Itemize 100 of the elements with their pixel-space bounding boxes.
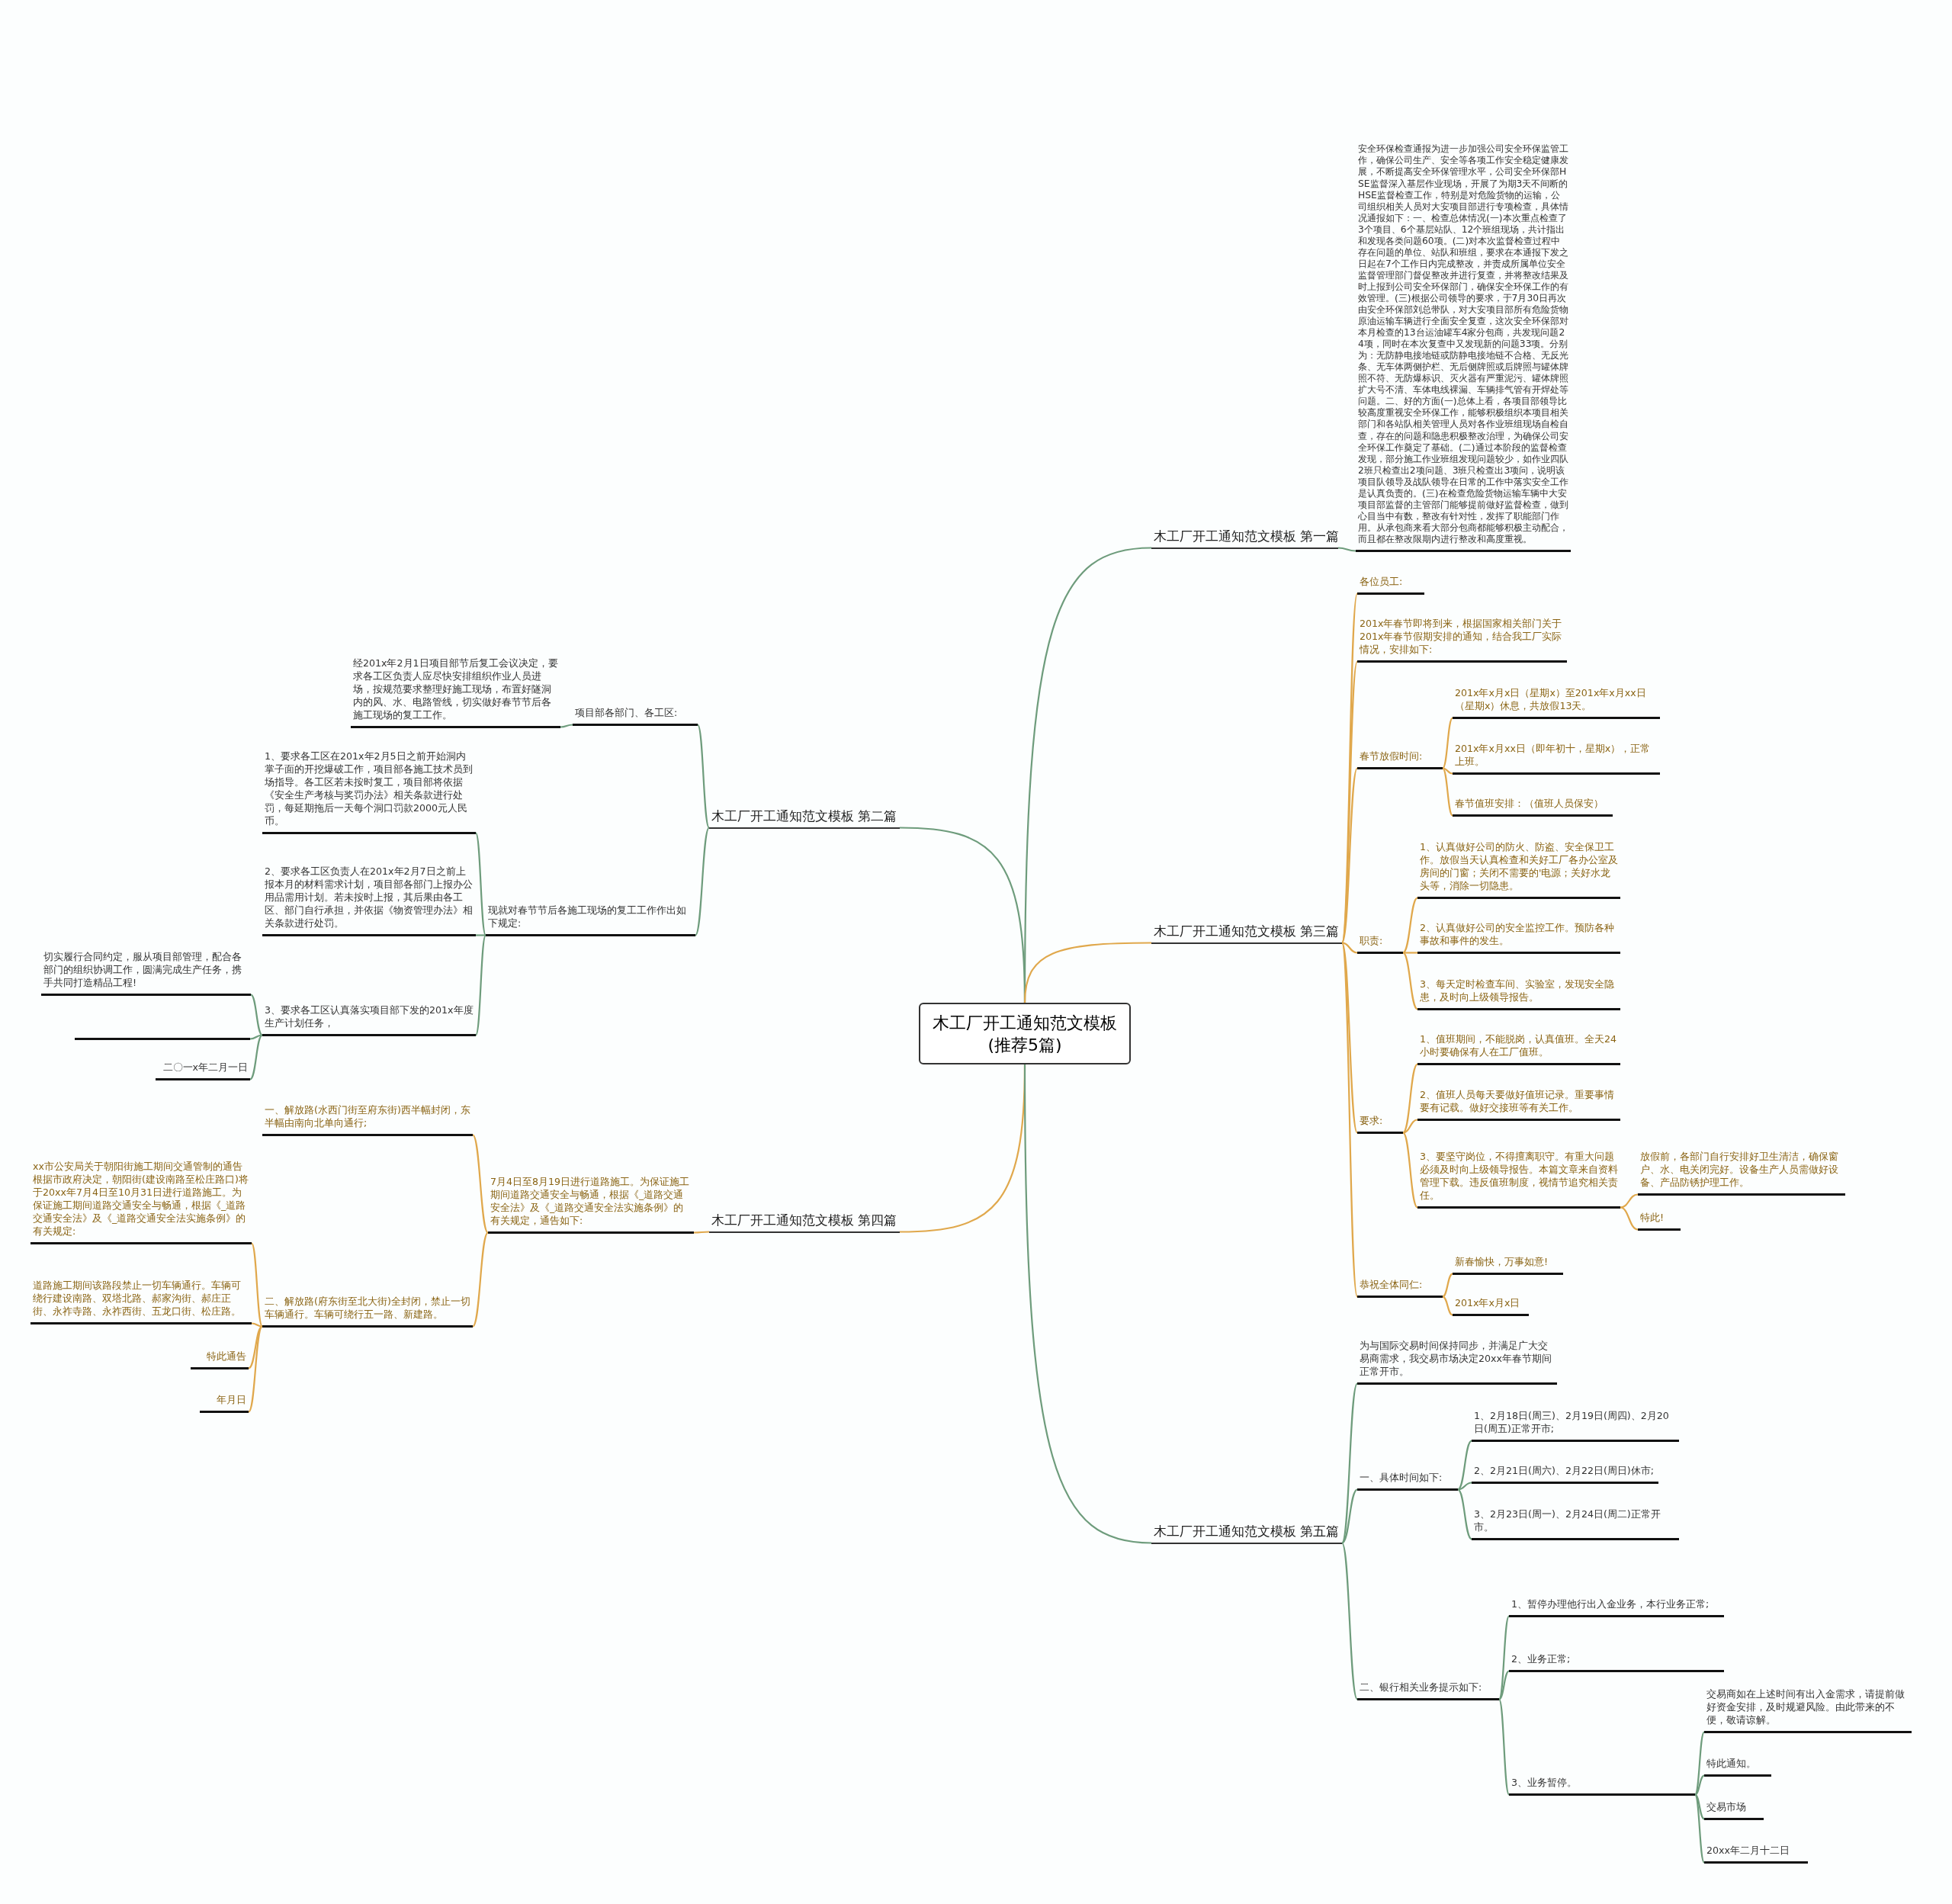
branch-line — [1620, 1193, 1639, 1209]
branch-topic: 木工厂开工通知范文模板 第二篇 — [709, 808, 900, 829]
topic-text: 各位员工: — [1357, 575, 1424, 595]
topic-text: 春节放假时间: — [1357, 750, 1443, 769]
branch-line — [697, 724, 710, 829]
topic-text: 新春愉快，万事如意! — [1453, 1255, 1563, 1275]
topic-text: 1、认真做好公司的防火、防盗、安全保卫工作。放假当天认真检查和关好工厂各办公室及房间的门窗；关闭不需要的'电源；关好水龙头等，消除一切隐患。 — [1417, 840, 1620, 899]
topic-text: 春节值班安排：（值班人员保安） — [1453, 797, 1613, 817]
topic-text: 交易市场 — [1704, 1800, 1764, 1820]
branch-line — [694, 1231, 709, 1234]
branch-line — [1442, 1273, 1453, 1298]
branch-line — [1341, 942, 1358, 1133]
branch-topic: 木工厂开工通知范文模板 第一篇 — [1151, 528, 1338, 549]
branch-line — [250, 994, 263, 1036]
branch-line — [248, 1325, 263, 1369]
topic-text: 年月日 — [200, 1393, 249, 1413]
topic-text: 道路施工期间该路段禁止一切车辆通行。车辆可绕行建设南路、双塔北路、郝家沟街、郝庄正街、永祚寺路、永祚西街、五龙口街、松庄路。 — [30, 1279, 252, 1324]
branch-line — [1694, 1793, 1705, 1864]
topic-text: 20xx年二月十二日 — [1704, 1844, 1808, 1864]
branch-line — [560, 724, 573, 728]
branch-line — [1402, 897, 1418, 954]
branch-line — [1620, 1206, 1639, 1231]
branch-line — [251, 1242, 263, 1328]
branch-line — [1341, 1542, 1358, 1700]
topic-text: 3、业务暂停。 — [1509, 1776, 1695, 1796]
branch-line — [476, 934, 486, 936]
topic-text: 经201x年2月1日项目部节后复工会议决定，要求各工区负责人应尽快安排组织作业人员进场，按规范要求整理好施工现场，布置好隧洞内的风、水、电路管线，切实做好春节节后各施工现场的复工工作。 — [351, 657, 560, 728]
branch-line — [475, 832, 486, 936]
branch-line — [1442, 717, 1453, 769]
topic-text: 2、要求各工区负责人在201x年2月7日之前上报本月的材料需求计划，项目部各部门上报办公用品需用计划。若未按时上报，其后果由各工区、部门自行承担，并依据《物资管理办法》相关条款进行处罚。 — [262, 865, 476, 936]
topic-text: 1、暂停办理他行出入金业务，本行业务正常; — [1509, 1597, 1724, 1617]
topic-text: 特此! — [1638, 1211, 1681, 1231]
branch-line — [1337, 547, 1356, 552]
branch-line — [1498, 1670, 1510, 1700]
topic-text: 职责: — [1357, 934, 1403, 954]
topic-text: 201x年x月x日（星期x）至201x年x月xx日（星期x）休息，共放假13天。 — [1453, 686, 1660, 719]
topic-text: xx市公安局关于朝阳街施工期间交通管制的通告根据市政府决定，朝阳街(建设南路至松庄路口)将于20xx年7月4日至10月31日进行道路施工。为保证施工期间道路交通安全与畅通，根据《_道路交通安全法》及《_道路交通安全法实施条例》的有关规定: — [30, 1160, 252, 1244]
topic-text: 切实履行合同约定，服从项目部管理，配合各部门的组织协调工作，圆满完成生产任务，携手共同打造精品工程! — [41, 950, 251, 996]
topic-text: 安全环保检查通报为进一步加强公司安全环保监管工作，确保公司生产、安全等各项工作安全稳定健康发展，不断提高安全环保管理水平，公司安全环保部HSE监督深入基层作业现场，开展了为期3天不间断的HSE监督检查工作，特别是对危险货物的运输，公司组织相关人员对大安项目部进行专项检查，具体情况通报如下：一、检查总体情况(一)本次重点检查了3个项目、6个基层站队、12个班组现场，共计指出和发现各类问题60项。(二)对本次监督检查过程中存在问题的单位、站队和班组，要求在本通报下发之日起在7个工作日内完成整改，并责成所属单位安全监督管理部门督促整改并进行复查，并将整改结果及时上报到公司安全环保部门，确保安全环保工作的有效管理。(三)根据公司领导的要求，于7月30日再次由安全环保部刘总带队，对大安项目部所有危险货物原油运输车辆进行全面安全复查，这次安全环保部对本月检查的13台运油罐车4家分包商，共发现问题24项，同时在本次复查中又发现新的问题33项。分别为：无防静电接地链或防静电接地链不合格、无反光条、无车体两侧护栏、无后侧牌照或后牌照与罐体牌照不符、无防爆标识、灭火器有严重泥污、罐体牌照扩大号不清、车体电线裸漏、车辆排气管有开焊处等问题。二、好的方面(一)总体上看，各项目部领导比较高度重视安全环保工作，能够积极组织本项目相关部门和各站队相关管理人员对各作业班组现场自检自查，存在的问题和隐患积极整改治理，为确保公司安全环保工作奠定了基础。(二)通过本阶段的监督检查发现，部分施工作业班组发现问题较少，如作业四队2班只检查出2项问题、3班只检查出3项问，说明该项目队领导及战队领导在日常的工作中落实安全工作是认真负责的。(三)在检查危险货物运输车辆中大安项目部监督的主管部门能够提前做好监督检查，做到心目当中有数，整改有针对性，发挥了职能部门作用。从承包商来看大部分包商都能够积极主动配合，而且都在整改限期内进行整改和高度重视。 — [1356, 143, 1571, 552]
branch-line — [1402, 1119, 1418, 1134]
topic-text: 项目部各部门、各工区: — [573, 706, 698, 726]
topic-text: 二〇一x年二月一日 — [156, 1061, 250, 1080]
topic-text: 1、2月18日(周三)、2月19日(周四)、2月20日(周五)正常开市; — [1472, 1409, 1679, 1442]
branch-line — [1694, 1774, 1705, 1796]
branch-line — [249, 1034, 263, 1080]
branch-line — [1403, 952, 1417, 954]
topic-text: 现就对春节节后各施工现场的复工工作作出如下规定: — [486, 904, 695, 936]
branch-line — [695, 827, 710, 936]
branch-topic: 木工厂开工通知范文模板 第三篇 — [1151, 923, 1342, 944]
topic-text: 恭祝全体同仁: — [1357, 1278, 1443, 1298]
topic-text: 放假前，各部门自行安排好卫生清洁，确保窗户、水、电关闭完好。设备生产人员需做好设备、产品防锈护理工作。 — [1638, 1150, 1845, 1196]
topic-text: 201x年x月x日 — [1453, 1296, 1529, 1316]
branch-topic: 木工厂开工通知范文模板 第五篇 — [1151, 1523, 1342, 1544]
topic-text: 201x年x月xx日（即年初十，星期x），正常上班。 — [1453, 742, 1660, 775]
branch-line — [1442, 767, 1453, 775]
topic-text: 二、解放路(府东街至北大街)全封闭，禁止一切车辆通行。车辆可绕行五一路、新建路。 — [262, 1295, 473, 1328]
branch-line — [1340, 942, 1359, 1297]
branch-line — [472, 1231, 489, 1328]
branch-line — [1457, 1482, 1472, 1491]
branch-line — [1023, 1064, 1152, 1544]
topic-text: 2、2月21日(周六)、2月22日(周日)休市; — [1472, 1464, 1658, 1484]
branch-line — [1442, 1296, 1453, 1316]
branch-topic: 木工厂开工通知范文模板 第四篇 — [709, 1212, 900, 1233]
branch-line — [1402, 952, 1418, 1010]
topic-text: 3、2月23日(周一)、2月24日(周二)正常开市。 — [1472, 1507, 1679, 1540]
root-topic-box: 木工厂开工通知范文模板(推荐5篇) — [919, 1003, 1131, 1064]
branch-line — [1442, 767, 1453, 817]
branch-line — [1340, 593, 1359, 943]
branch-line — [1341, 768, 1358, 943]
topic-text: 3、每天定时检查车间、实验室，发现安全隐患，及时向上级领导报告。 — [1417, 978, 1620, 1010]
branch-line — [1023, 942, 1151, 1003]
topic-text: 特此通告 — [191, 1350, 249, 1369]
branch-line — [1341, 942, 1358, 954]
branch-line — [1457, 1440, 1472, 1491]
topic-text: 3、要求各工区认真落实项目部下发的201x年度生产计划任务， — [262, 1003, 476, 1036]
topic-underline — [75, 1038, 250, 1040]
branch-line — [1341, 1488, 1358, 1544]
branch-line — [1457, 1488, 1472, 1540]
topic-text: 1、值班期间，不能脱岗，认真值班。全天24小时要确保有人在工厂值班。 — [1417, 1032, 1620, 1065]
branch-line — [251, 1322, 263, 1328]
topic-text: 2、认真做好公司的安全监控工作。预防各种事故和事件的发生。 — [1417, 921, 1620, 954]
topic-text: 201x年春节即将到来，根据国家相关部门关于201x年春节假期安排的通知，结合我工厂实际情况，安排如下: — [1357, 617, 1567, 663]
branch-line — [249, 1034, 263, 1040]
topic-text: 7月4日至8月19日进行道路施工。为保证施工期间道路交通安全与畅通，根据《_道路交通安全法》及《_道路交通安全法实施条例》的有关规定，通告如下: — [488, 1175, 694, 1234]
branch-line — [1402, 1063, 1418, 1134]
branch-line — [1498, 1698, 1510, 1796]
topic-text: 为与国际交易时间保持同步，并满足广大交易商需求，我交易市场决定20xx年春节期间正常开市。 — [1357, 1339, 1557, 1385]
topic-text: 二、银行相关业务提示如下: — [1357, 1681, 1499, 1700]
topic-text: 交易商如在上述时间有出入金需求，请提前做好资金安排，及时规避风险。由此带来的不便，敬请谅解。 — [1704, 1687, 1912, 1733]
topic-text: 2、值班人员每天要做好值班记录。重要事情要有记载。做好交接班等有关工作。 — [1417, 1088, 1620, 1121]
branch-line — [1694, 1793, 1705, 1820]
topic-text: 特此通知。 — [1704, 1757, 1771, 1777]
topic-text: 3、要坚守岗位，不得擅离职守。有重大问题必须及时向上级领导报告。本篇文章来自资料管理下载。违反值班制度，视情节追究相关责任。 — [1417, 1150, 1620, 1209]
branch-line — [248, 1325, 263, 1413]
topic-text: 一、具体时间如下: — [1357, 1471, 1458, 1491]
branch-line — [472, 1134, 489, 1234]
topic-text: 一、解放路(水西门街至府东街)西半幅封闭，东半幅由南向北单向通行; — [262, 1103, 473, 1136]
topic-text: 1、要求各工区在201x年2月5日之前开始洞内掌子面的开挖爆破工作，项目部各施工技术员到场指导。各工区若未按时复工，项目部将依据《安全生产考核与奖罚办法》相关条款进行处罚，每延期拖后一天每个洞口罚款2000元人民币。 — [262, 750, 476, 834]
topic-text: 要求: — [1357, 1114, 1403, 1134]
branch-line — [475, 934, 486, 1036]
